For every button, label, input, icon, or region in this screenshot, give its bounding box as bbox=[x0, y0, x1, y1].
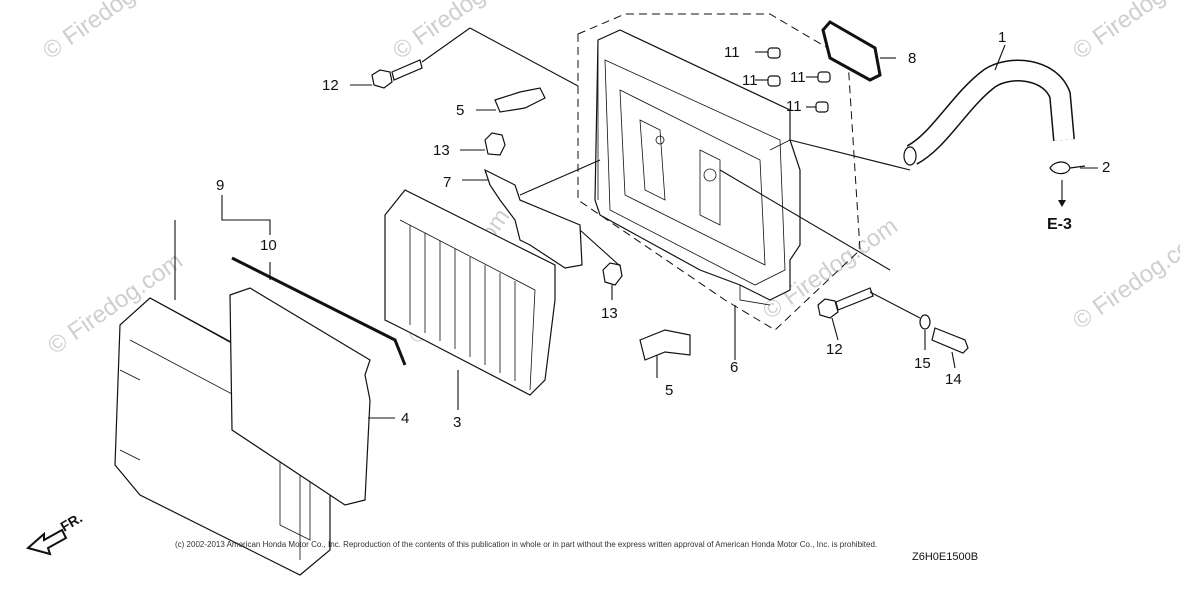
callout-11-c: 11 bbox=[790, 69, 806, 86]
nut-upper bbox=[484, 132, 506, 156]
bolt-upper bbox=[371, 59, 423, 89]
cap bbox=[817, 71, 831, 83]
callout-8: 8 bbox=[908, 50, 916, 67]
paper-filter bbox=[384, 189, 556, 396]
callout-11-a: 11 bbox=[724, 44, 740, 61]
callout-12-upper: 12 bbox=[322, 77, 339, 94]
gasket bbox=[821, 20, 882, 82]
clip-upper bbox=[494, 87, 546, 113]
copyright-notice: (c) 2002-2013 American Honda Motor Co., … bbox=[175, 540, 877, 549]
leader-lines bbox=[174, 27, 1098, 419]
watermark: © Firedog.com bbox=[1068, 222, 1180, 335]
callout-12-lower: 12 bbox=[826, 341, 843, 358]
callout-5-lower: 5 bbox=[665, 382, 673, 399]
watermark: © Firedog.com bbox=[388, 0, 533, 65]
watermark: © Firedog.com bbox=[38, 0, 183, 65]
cap bbox=[815, 101, 829, 113]
assembly-outline bbox=[577, 13, 861, 331]
callout-13-lower: 13 bbox=[601, 305, 618, 322]
callout-11-d: 11 bbox=[786, 98, 802, 115]
callout-5-upper: 5 bbox=[456, 102, 464, 119]
bracket bbox=[483, 168, 583, 269]
bolt-lower bbox=[817, 287, 874, 319]
watermark: © Firedog.com bbox=[1068, 0, 1180, 65]
callout-1: 1 bbox=[998, 29, 1006, 46]
diagram-code: Z6H0E1500B bbox=[912, 551, 978, 563]
callout-14: 14 bbox=[945, 371, 962, 388]
callout-9: 9 bbox=[216, 177, 224, 194]
clamp bbox=[919, 314, 931, 330]
air-cleaner-case bbox=[594, 29, 801, 306]
cap bbox=[767, 75, 781, 87]
tube-end bbox=[903, 146, 917, 166]
callout-3: 3 bbox=[453, 414, 461, 431]
callout-15: 15 bbox=[914, 355, 931, 372]
foam-element bbox=[229, 287, 371, 506]
short-tube bbox=[931, 327, 969, 354]
seal bbox=[231, 256, 407, 366]
callout-2: 2 bbox=[1102, 159, 1110, 176]
callout-13-upper: 13 bbox=[433, 142, 450, 159]
callout-6: 6 bbox=[730, 359, 738, 376]
cap bbox=[767, 47, 781, 59]
clip-lower bbox=[639, 329, 691, 361]
callout-labels: 1 2 3 4 5 5 6 7 8 9 10 11 11 11 11 12 12… bbox=[216, 29, 1110, 431]
nut-lower bbox=[602, 262, 623, 286]
front-direction-arrow: FR. bbox=[25, 509, 85, 556]
clip bbox=[1049, 161, 1086, 175]
callout-10: 10 bbox=[260, 237, 277, 254]
reference-label: E-3 bbox=[1047, 216, 1072, 233]
callout-7: 7 bbox=[443, 174, 451, 191]
callout-11-b: 11 bbox=[742, 72, 758, 89]
callout-4: 4 bbox=[401, 410, 409, 427]
